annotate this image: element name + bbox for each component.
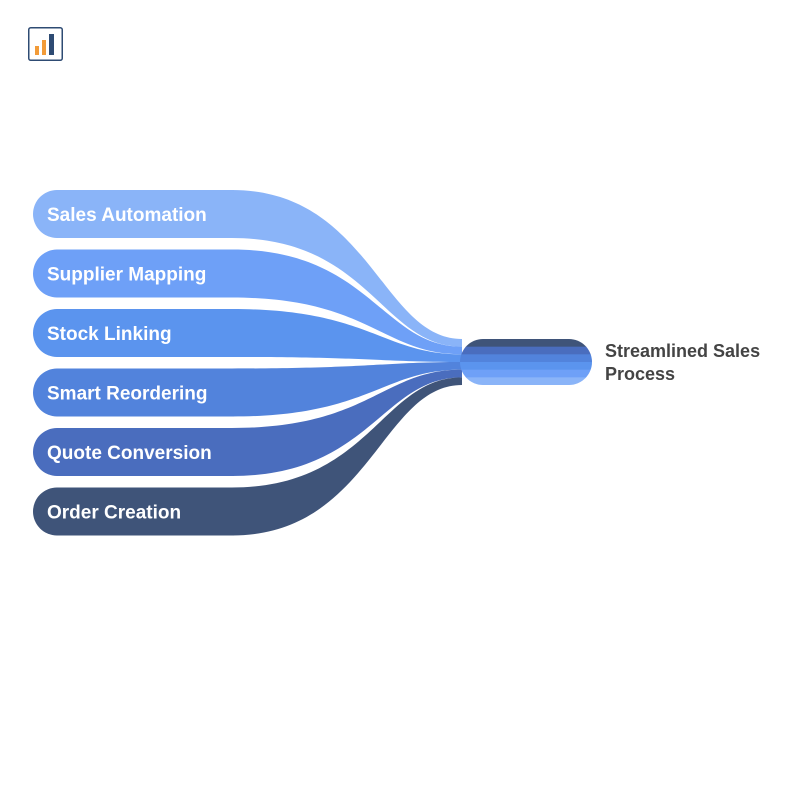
logo-bar-2 [42,40,46,55]
sankey-source-nodes [33,190,234,536]
sankey-source-label: Supplier Mapping [47,265,206,286]
sankey-node-body [57,487,234,536]
sankey-source-label: Smart Reordering [47,384,207,405]
sankey-link-smart-reordering [232,362,462,417]
sankey-target-band [460,339,592,348]
sankey-node-body [57,190,234,238]
sankey-node-body [57,309,234,357]
sankey-node-body [57,249,234,298]
bar-chart-icon [28,27,63,61]
sankey-target-label: Streamlined Sales [605,341,760,361]
sankey-link-supplier-mapping [232,249,462,355]
sankey-node-body [57,368,234,417]
sankey-link-order-creation [232,377,462,536]
logo-bar-1 [35,46,39,55]
sankey-source-label: Sales Automation [47,205,207,226]
sankey-link-quote-conversion [232,369,462,476]
sankey-target-band [460,362,592,371]
sankey-target-band [460,369,592,378]
sankey-target-bands [460,339,592,385]
sankey-target-band [460,354,592,363]
sankey-link-stock-linking [232,309,462,362]
sankey-target-band [460,377,592,385]
sankey-target-node [460,339,592,385]
sankey-links [232,190,462,536]
sankey-target-label: Process [605,364,675,384]
logo-bar-3 [49,34,54,55]
sankey-node-body [57,428,234,476]
sankey-source-label: Stock Linking [47,324,172,345]
sankey-link-sales-automation [232,190,462,347]
sankey-target-band [460,346,592,355]
sankey-source-label: Order Creation [47,503,181,524]
sankey-source-label: Quote Conversion [47,443,212,464]
